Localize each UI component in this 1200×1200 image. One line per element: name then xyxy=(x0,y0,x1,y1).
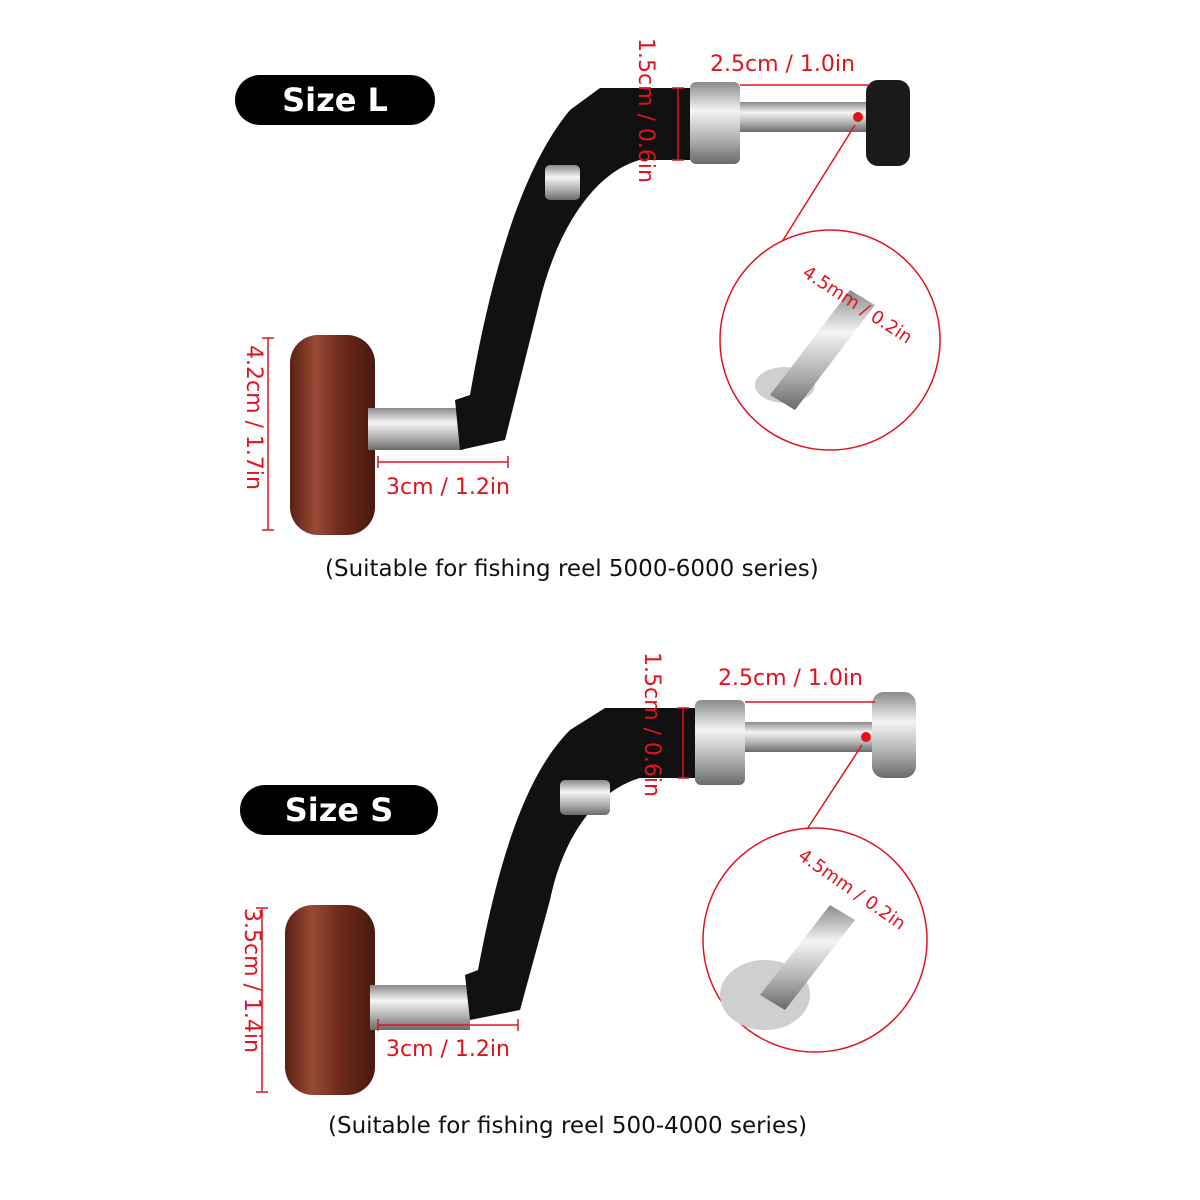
shaft-l xyxy=(740,102,870,132)
size-s-knob-shaft: 3cm / 1.2in xyxy=(386,1037,510,1062)
size-s-arm-height: 1.5cm / 0.6in xyxy=(639,652,664,797)
wood-knob-s xyxy=(285,905,375,1095)
handle-size-s xyxy=(256,692,928,1095)
size-l-knob-height: 4.2cm / 1.7in xyxy=(241,345,266,490)
knob-shaft-l xyxy=(368,408,463,450)
shaft-s xyxy=(745,722,875,752)
size-s-caption: (Suitable for fishing reel 500-4000 seri… xyxy=(328,1113,808,1139)
end-knob-l xyxy=(866,80,910,166)
size-l-shaft-length: 2.5cm / 1.0in xyxy=(710,52,855,77)
size-s-knob-height: 3.5cm / 1.4in xyxy=(239,908,264,1053)
arm-s xyxy=(465,708,695,1020)
knob-shaft-s xyxy=(370,985,470,1030)
size-l-arm-height: 1.5cm / 0.6in xyxy=(633,38,658,183)
collar-l xyxy=(690,82,740,164)
size-l-caption: (Suitable for fishing reel 5000-6000 ser… xyxy=(325,556,819,582)
collar-s xyxy=(695,700,745,785)
size-s-badge: Size S xyxy=(240,785,438,835)
arm-l xyxy=(455,88,690,450)
size-s-shaft-length: 2.5cm / 1.0in xyxy=(718,666,863,691)
end-knob-s xyxy=(872,692,916,778)
size-l-badge: Size L xyxy=(235,75,435,125)
wood-knob-l xyxy=(290,335,375,535)
handle-size-l xyxy=(262,80,941,535)
size-l-knob-shaft: 3cm / 1.2in xyxy=(386,475,510,500)
